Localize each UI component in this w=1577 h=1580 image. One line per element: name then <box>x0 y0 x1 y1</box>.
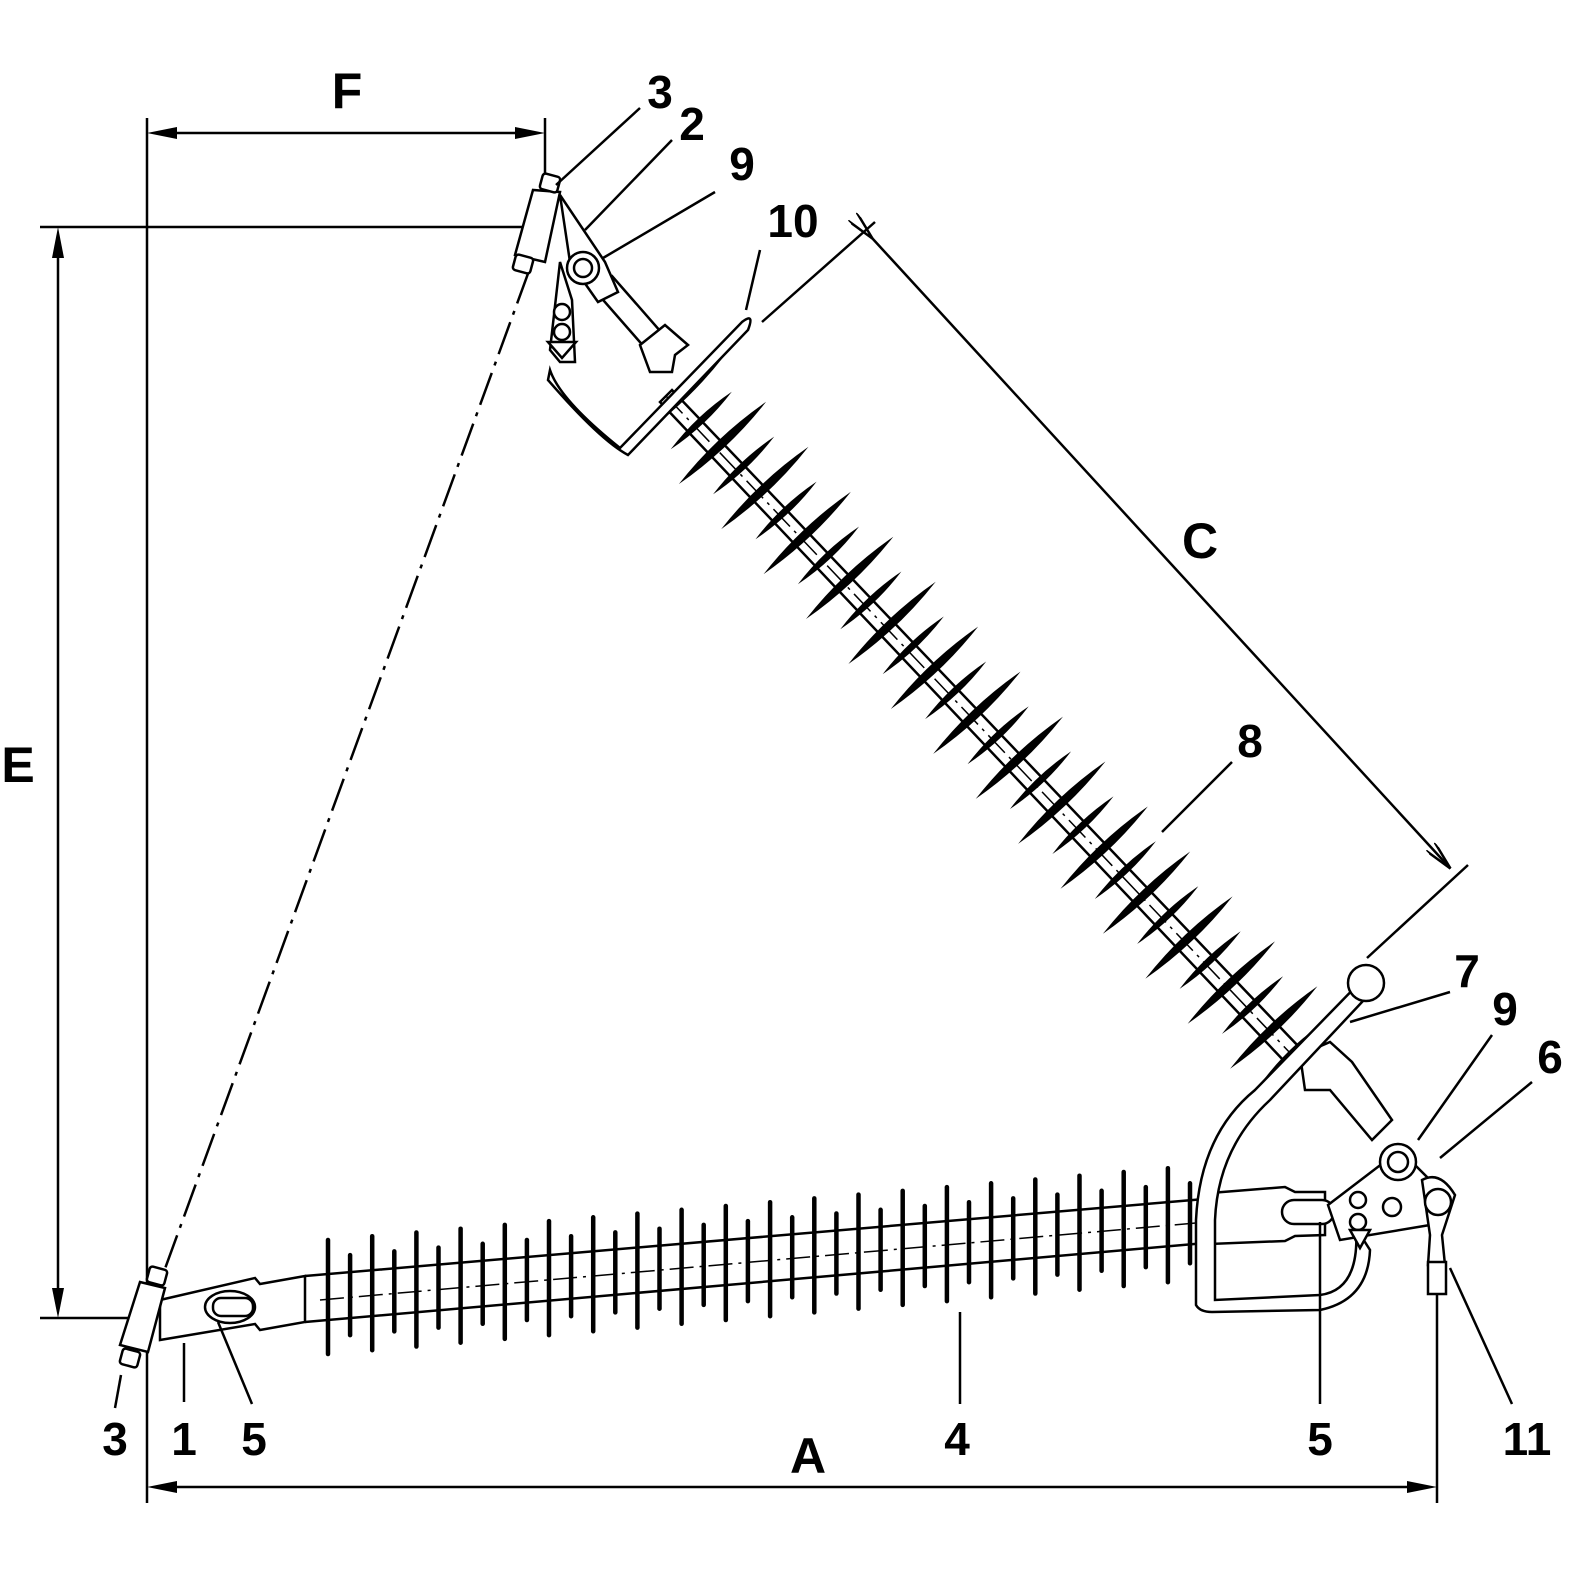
label-part-4: 4 <box>944 1413 970 1465</box>
dimension-lines <box>52 127 1450 1493</box>
upper-shed <box>882 616 944 675</box>
upper-shed <box>848 581 936 664</box>
label-part-5-right: 5 <box>1307 1413 1333 1465</box>
extension-lines <box>40 118 1469 1503</box>
upper-shed <box>763 491 851 575</box>
upper-shed <box>1102 851 1191 934</box>
dimension-label-e: E <box>1 737 34 793</box>
upper-shed <box>1010 751 1072 809</box>
upper-shed <box>1230 986 1318 1069</box>
upper-shed <box>670 391 732 450</box>
bottom-clamp <box>118 1265 169 1369</box>
label-part-7: 7 <box>1454 945 1480 997</box>
bottom-right-hardware <box>1194 963 1457 1314</box>
lower-insulator-sheds <box>325 1165 1193 1357</box>
label-part-9-bottom: 9 <box>1492 983 1518 1035</box>
upper-shed <box>890 626 979 709</box>
part-labels: 3 2 9 10 8 7 9 6 3 1 5 4 5 11 <box>102 66 1563 1465</box>
upper-shed <box>797 526 859 585</box>
leader-lines <box>113 107 1533 1409</box>
upper-shed <box>925 661 987 720</box>
upper-shed <box>1094 841 1156 899</box>
upper-shed <box>806 536 894 619</box>
upper-shed <box>967 706 1029 765</box>
upper-shed <box>755 481 817 540</box>
dimension-label-a: A <box>790 1428 826 1484</box>
upper-shed <box>933 671 1021 754</box>
label-part-6: 6 <box>1537 1031 1563 1083</box>
upper-shed <box>1052 796 1114 854</box>
upper-insulator-sheds <box>636 356 1326 1079</box>
label-part-3-top: 3 <box>647 66 673 118</box>
label-part-2: 2 <box>679 98 705 150</box>
dimension-label-c: C <box>1182 513 1218 569</box>
label-part-11: 11 <box>1503 1413 1552 1465</box>
upper-shed <box>840 571 902 630</box>
upper-shed <box>721 446 809 530</box>
upper-shed <box>1222 976 1284 1034</box>
upper-insulator <box>587 274 1394 1142</box>
upper-shed <box>1187 941 1275 1024</box>
upper-shed <box>713 436 775 495</box>
upper-shed <box>678 401 767 485</box>
upper-shed <box>1179 931 1241 989</box>
label-part-9-top: 9 <box>729 138 755 190</box>
dimension-label-f: F <box>332 63 363 119</box>
label-part-5-left: 5 <box>241 1413 267 1465</box>
label-part-1: 1 <box>171 1413 197 1465</box>
dimension-labels: F E C A <box>1 63 1218 1484</box>
label-part-3-bottom: 3 <box>102 1413 128 1465</box>
upper-shed <box>1137 886 1199 944</box>
upper-shed <box>975 716 1063 799</box>
label-part-10: 10 <box>767 195 818 247</box>
label-part-8: 8 <box>1237 715 1263 767</box>
upper-shed <box>1018 761 1106 844</box>
upper-shed <box>1145 896 1233 979</box>
top-clamp <box>511 172 752 457</box>
construction-lines <box>145 226 547 1319</box>
upper-shed <box>1060 806 1148 889</box>
